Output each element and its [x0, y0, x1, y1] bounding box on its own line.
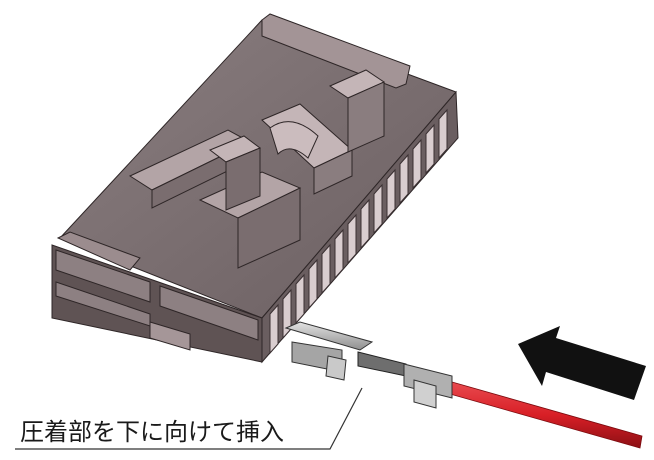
terminal-transition [357, 351, 407, 377]
insertion-arrow-icon [518, 326, 646, 400]
callout-leader-line [15, 387, 363, 450]
back-rail [261, 13, 411, 89]
terminal-slots [269, 108, 448, 355]
terminal-contact [284, 321, 374, 351]
terminal-crimp-barrel [413, 379, 437, 409]
callout-label: 圧着部を下に向けて挿入 [20, 418, 284, 446]
front-latch-foot [149, 321, 191, 351]
terminal-assembly [284, 321, 643, 449]
latch-assembly [128, 69, 386, 269]
left-ledge [56, 231, 141, 271]
terminal-lance [325, 355, 347, 381]
terminal-crimp [403, 363, 453, 399]
connector-housing [51, 13, 459, 364]
